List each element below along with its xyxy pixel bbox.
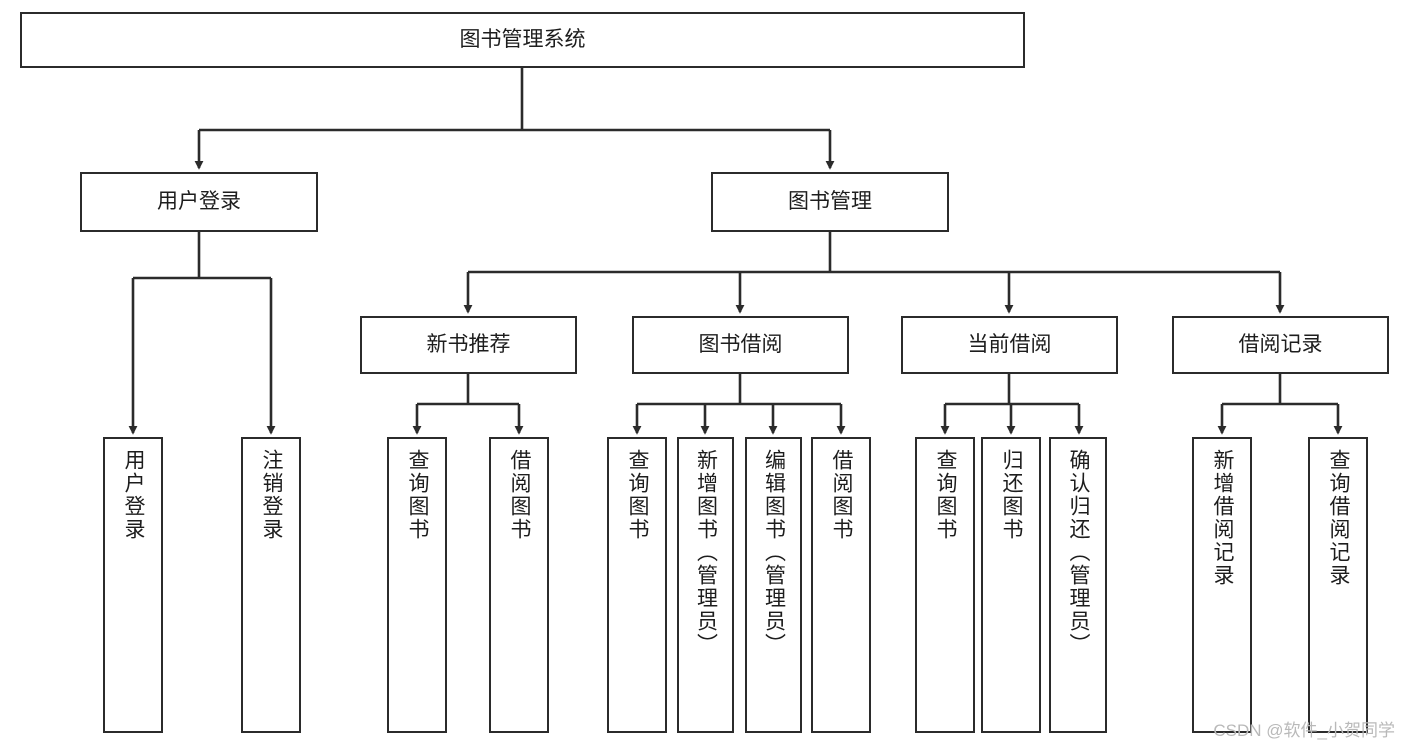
leaf-book-borrow-4-label: 借阅图书 [830, 449, 854, 541]
leaf-user-login-1-label: 用户登录 [122, 449, 146, 541]
leaf-book-borrow-4[interactable]: 借阅图书 [811, 437, 871, 733]
leaf-current-borrow-3[interactable]: 确认归还（管理员） [1049, 437, 1107, 733]
leaf-book-borrow-3-label: 编辑图书（管理员） [762, 449, 786, 656]
node-book-manage-label: 图书管理 [788, 189, 872, 213]
node-new-book-recommend-label: 新书推荐 [426, 332, 511, 356]
leaf-book-borrow-1[interactable]: 查询图书 [607, 437, 667, 733]
leaf-new-book-2-label: 借阅图书 [508, 449, 532, 541]
leaf-current-borrow-2[interactable]: 归还图书 [981, 437, 1041, 733]
leaf-book-borrow-2-label: 新增图书（管理员） [694, 449, 718, 656]
leaf-book-borrow-3[interactable]: 编辑图书（管理员） [745, 437, 802, 733]
node-new-book-recommend[interactable]: 新书推荐 [360, 316, 577, 374]
leaf-new-book-1-label: 查询图书 [406, 449, 430, 541]
node-current-borrow[interactable]: 当前借阅 [901, 316, 1118, 374]
node-user-login-label: 用户登录 [157, 189, 241, 213]
csdn-watermark: CSDN @软件_小贺同学 [1213, 721, 1395, 740]
node-book-manage[interactable]: 图书管理 [711, 172, 949, 232]
leaf-user-login-2[interactable]: 注销登录 [241, 437, 301, 733]
leaf-book-borrow-2[interactable]: 新增图书（管理员） [677, 437, 734, 733]
leaf-borrow-record-1[interactable]: 新增借阅记录 [1192, 437, 1252, 733]
node-book-borrow[interactable]: 图书借阅 [632, 316, 849, 374]
leaf-user-login-1[interactable]: 用户登录 [103, 437, 163, 733]
leaf-current-borrow-3-label: 确认归还（管理员） [1067, 449, 1091, 656]
leaf-book-borrow-1-label: 查询图书 [626, 449, 650, 541]
leaf-borrow-record-1-label: 新增借阅记录 [1211, 449, 1235, 587]
leaf-new-book-2[interactable]: 借阅图书 [489, 437, 549, 733]
node-borrow-record-label: 借阅记录 [1238, 332, 1323, 356]
leaf-user-login-2-label: 注销登录 [260, 449, 284, 541]
leaf-new-book-1[interactable]: 查询图书 [387, 437, 447, 733]
node-borrow-record[interactable]: 借阅记录 [1172, 316, 1389, 374]
node-book-borrow-label: 图书借阅 [698, 332, 783, 356]
node-user-login[interactable]: 用户登录 [80, 172, 318, 232]
leaf-current-borrow-1-label: 查询图书 [934, 449, 958, 541]
leaf-borrow-record-2[interactable]: 查询借阅记录 [1308, 437, 1368, 733]
leaf-current-borrow-1[interactable]: 查询图书 [915, 437, 975, 733]
node-current-borrow-label: 当前借阅 [967, 332, 1052, 356]
node-root-label: 图书管理系统 [459, 27, 586, 51]
leaf-current-borrow-2-label: 归还图书 [1000, 449, 1024, 541]
node-root[interactable]: 图书管理系统 [20, 12, 1025, 68]
leaf-borrow-record-2-label: 查询借阅记录 [1327, 449, 1351, 587]
